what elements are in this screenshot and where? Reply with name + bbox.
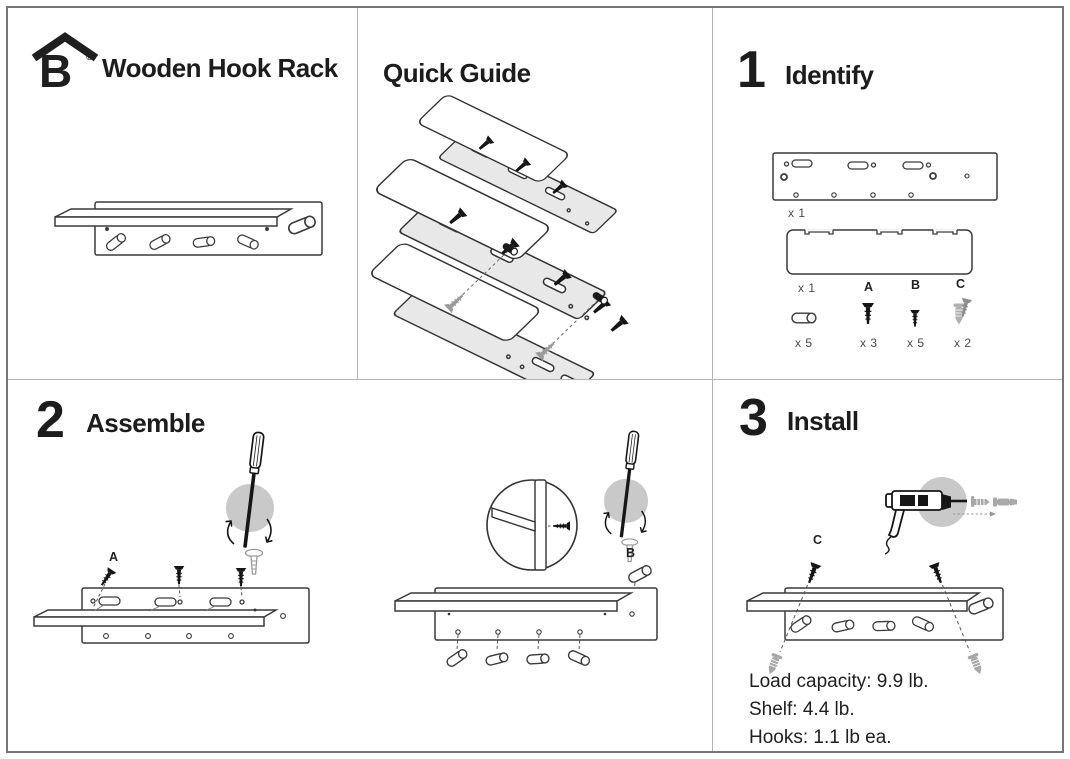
magnifier-detail xyxy=(486,479,578,571)
step-3-number: 3 xyxy=(739,389,768,447)
peg-part xyxy=(791,312,817,324)
parts-identification-illustration xyxy=(772,152,998,328)
slot-leader-lines xyxy=(93,604,216,612)
peg-qty: x 5 xyxy=(795,336,813,350)
drill-icon xyxy=(884,477,1017,555)
assemble-panel: 2 Assemble A B xyxy=(8,380,712,751)
screws-a-being-driven xyxy=(92,565,247,609)
attach-shelf-illustration xyxy=(33,587,310,644)
step-2-title: Assemble xyxy=(86,408,205,438)
anchor-c-qty: x 2 xyxy=(954,336,972,350)
step-2-number: 2 xyxy=(36,391,65,449)
brand-panel: B ® Wooden Hook Rack xyxy=(8,8,357,379)
quick-guide-title: Quick Guide xyxy=(383,58,531,88)
screw-b-part xyxy=(909,309,921,328)
quick-guide-panel: Quick Guide xyxy=(358,8,712,379)
screw-b-qty: x 5 xyxy=(907,336,925,350)
grid-divider-vertical-1 xyxy=(357,8,358,380)
screw-a-part xyxy=(861,302,875,325)
screw-a-callout-label: A xyxy=(109,550,119,564)
install-panel: 3 Install C Load capacity: 9.9 lb. Shelf… xyxy=(713,380,1062,751)
load-capacity-notes: Load capacity: 9.9 lb. Shelf: 4.4 lb. Ho… xyxy=(749,668,929,752)
step-1-number: 1 xyxy=(737,41,766,99)
step-3-title: Install xyxy=(787,406,859,436)
hook-rack-front-view xyxy=(54,201,323,256)
screw-a-label: A xyxy=(864,280,874,294)
exploded-stage-2 xyxy=(376,159,629,335)
identify-panel: 1 Identify x 1 x 1 A B C x 5 x 3 x 5 x 2 xyxy=(713,8,1062,379)
logo-roof-icon xyxy=(31,32,99,62)
product-front-illustration xyxy=(31,32,323,256)
grid-divider-horizontal xyxy=(8,379,1062,380)
exploded-view-illustration xyxy=(371,95,629,379)
back-panel-part xyxy=(772,152,998,201)
registered-trademark: ® xyxy=(86,52,94,63)
note-hooks-capacity: Hooks: 1.1 lb ea. xyxy=(749,727,892,748)
back-panel-qty: x 1 xyxy=(788,206,806,220)
peg-b-callout-label: B xyxy=(626,546,636,560)
assembly-steps-illustration xyxy=(33,430,658,669)
shelf-part xyxy=(786,229,973,275)
exploded-stage-3 xyxy=(371,243,595,379)
screw-a-qty: x 3 xyxy=(860,336,878,350)
note-load-capacity: Load capacity: 9.9 lb. xyxy=(749,671,929,692)
mounted-rack-illustration xyxy=(746,587,1004,641)
step-1-title: Identify xyxy=(785,60,874,90)
wall-mounting-illustration xyxy=(746,477,1017,677)
attach-pegs-illustration xyxy=(394,587,658,669)
peg-screw-callouts xyxy=(443,243,608,362)
anchor-c-part xyxy=(953,297,973,325)
screw-b-label: B xyxy=(911,278,921,292)
exploded-stage-1 xyxy=(419,95,617,234)
anchor-c-label: C xyxy=(956,277,966,291)
product-title: Wooden Hook Rack xyxy=(102,53,338,83)
screwdriver-icon xyxy=(225,431,275,575)
note-shelf-capacity: Shelf: 4.4 lb. xyxy=(749,699,855,720)
screwdriver-icon xyxy=(603,430,649,563)
anchor-c-callout-label: C xyxy=(813,533,823,547)
mounting-hardware xyxy=(764,561,986,677)
brand-logo-letter: B xyxy=(39,45,72,97)
shelf-qty: x 1 xyxy=(798,281,816,295)
